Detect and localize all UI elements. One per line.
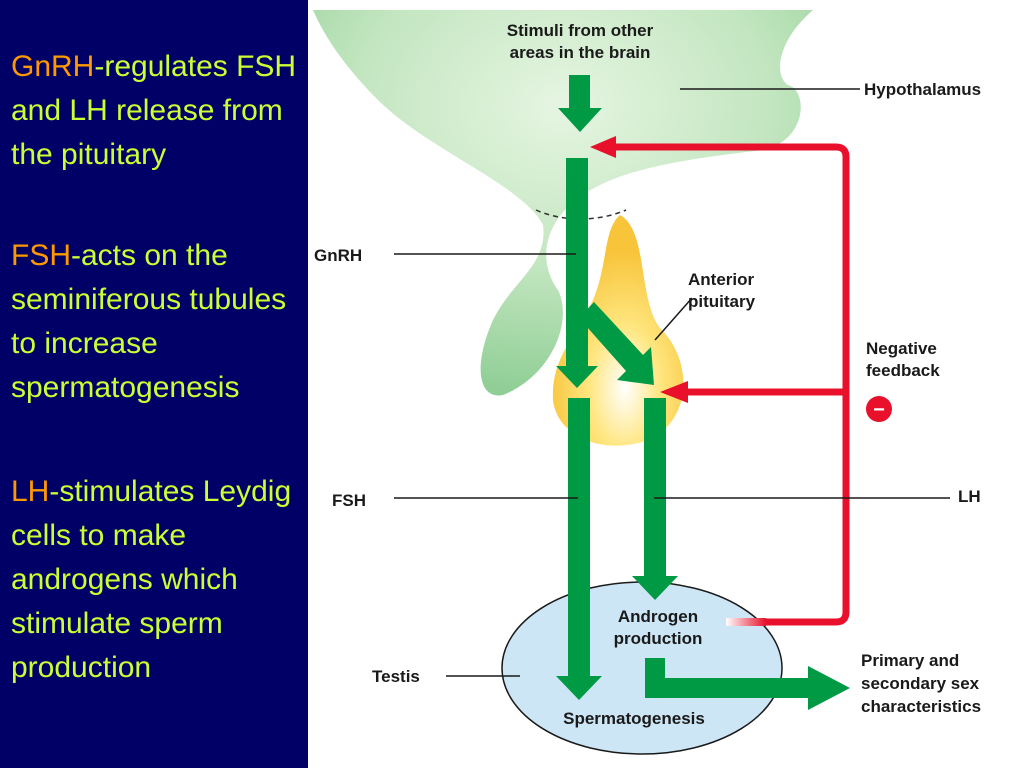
lh-term: LH	[11, 475, 50, 508]
stimuli-label-line-2: areas in the brain	[510, 43, 651, 62]
gnrh-description: -regulates FSH and LH release from the p…	[11, 50, 297, 171]
lh-description: -stimulates Leydig cells to make androge…	[11, 475, 292, 684]
minus-sign-label: −	[873, 399, 885, 421]
spermatogenesis-label: Spermatogenesis	[563, 709, 705, 728]
negative-feedback-label-line-2: feedback	[866, 361, 940, 380]
lh-arrow	[632, 398, 678, 600]
hormone-regulation-diagram: Stimuli from other areas in the brain Hy…	[308, 0, 1024, 768]
anterior-pituitary-label-line-1: Anterior	[688, 270, 755, 289]
sex-characteristics-label-line-1: Primary and	[861, 651, 959, 670]
anterior-pituitary-label-line-2: pituitary	[688, 292, 756, 311]
minus-sign-icon	[866, 396, 892, 422]
fsh-term: FSH	[11, 239, 71, 272]
feedback-fade	[726, 618, 766, 626]
stimuli-arrow	[558, 75, 602, 132]
testis-label: Testis	[372, 667, 420, 686]
sex-characteristics-label-line-3: characteristics	[861, 697, 981, 716]
hypothalamus-shape	[313, 10, 813, 396]
anterior-pituitary-leader	[654, 297, 693, 341]
stimuli-label-line-1: Stimuli from other	[507, 21, 654, 40]
feedback-arrowhead-hypothalamus	[590, 136, 616, 158]
negative-feedback-line	[613, 143, 850, 626]
fsh-paragraph: FSH-acts on the seminiferous tubules to …	[11, 234, 306, 410]
gnrh-branch-arrow	[579, 302, 654, 385]
fsh-label: FSH	[332, 491, 366, 510]
lh-paragraph: LH-stimulates Leydig cells to make andro…	[11, 470, 306, 690]
gnrh-paragraph: GnRH-regulates FSH and LH release from t…	[11, 45, 306, 177]
hypothalamus-label: Hypothalamus	[864, 80, 981, 99]
negative-feedback-label-line-1: Negative	[866, 339, 937, 358]
fsh-arrow	[556, 398, 602, 700]
androgen-production-label-line-2: production	[614, 629, 703, 648]
lh-label: LH	[958, 487, 981, 506]
gnrh-label: GnRH	[314, 246, 362, 265]
diagram-canvas: Stimuli from other areas in the brain Hy…	[313, 10, 981, 755]
gnrh-term: GnRH	[11, 50, 95, 83]
sex-characteristics-label-line-2: secondary sex	[861, 674, 980, 693]
fsh-description: -acts on the seminiferous tubules to inc…	[11, 239, 287, 404]
text-panel: GnRH-regulates FSH and LH release from t…	[0, 0, 308, 768]
feedback-arrowhead-pituitary	[660, 381, 688, 403]
androgen-production-label-line-1: Androgen	[618, 607, 698, 626]
androgen-arrow	[645, 658, 850, 710]
